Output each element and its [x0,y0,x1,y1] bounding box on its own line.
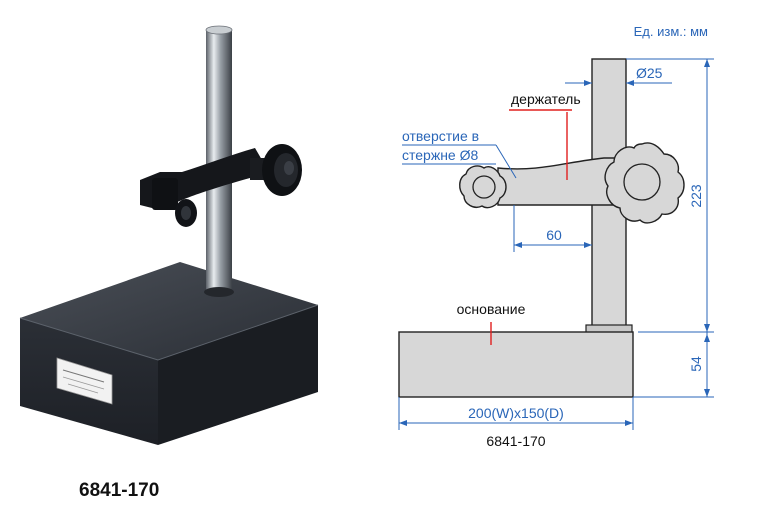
photo-model-label: 6841-170 [79,480,160,501]
holder-label: держатель [511,91,581,107]
drawing-model-label: 6841-170 [486,433,545,449]
height-dimension: 223 [626,58,714,333]
units-label: Ед. изм.: мм [634,24,708,39]
holder-arm [140,148,262,227]
hole-leader [495,144,517,179]
base-width-value: 200(W)x150(D) [468,405,564,421]
base-height-dimension: 54 [633,332,714,398]
base-label: основание [457,301,526,317]
rod-diameter-dimension: Ø25 [565,65,672,86]
large-knob [604,142,685,224]
arm-reach-value: 60 [546,227,562,243]
small-knob [459,165,507,209]
base-outline [398,331,634,398]
technical-drawing: Ед. изм.: мм держатель отверстие в стерж… [398,24,714,449]
base-height-value: 54 [688,356,704,372]
height-value: 223 [688,184,704,208]
clamp-knob [250,144,302,196]
product-photo [19,25,319,445]
name-plate [56,357,113,405]
hole-label-line2: стержне Ø8 [402,147,478,163]
base-width-dimension: 200(W)x150(D) [398,397,634,430]
arm-reach-dimension: 60 [513,205,592,252]
hole-label-line1: отверстие в [402,128,479,144]
rod-diameter-value: Ø25 [636,65,663,81]
